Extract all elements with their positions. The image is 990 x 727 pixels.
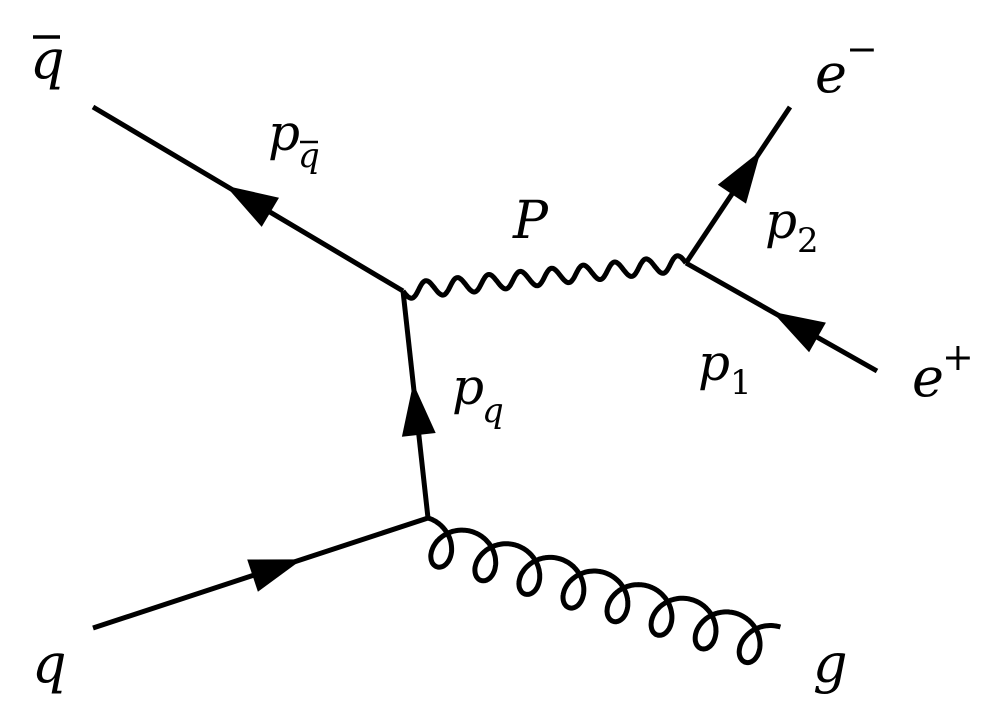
e-plus-label: e + — [912, 335, 974, 409]
svg-text:+: + — [942, 335, 974, 379]
svg-text:q: q — [482, 391, 504, 431]
svg-text:e: e — [815, 42, 847, 105]
positron-arrow — [772, 311, 826, 353]
svg-text:p: p — [698, 334, 730, 392]
e-minus-label: e − — [815, 27, 878, 105]
internal-quark-arrow — [401, 383, 436, 437]
svg-text:p: p — [268, 104, 300, 162]
g-label: g — [813, 632, 848, 695]
p1-label: p 1 — [698, 334, 752, 403]
electron-arrow — [717, 150, 761, 204]
antiquark-arrow — [225, 185, 279, 227]
q-label: q — [32, 632, 67, 695]
svg-text:−: − — [846, 27, 878, 71]
photon-propagator — [400, 253, 689, 301]
incoming-quark-arrow — [247, 559, 302, 592]
qbar-label: q — [30, 28, 65, 91]
p-qbar-label: p q — [268, 104, 320, 176]
svg-text:p: p — [452, 358, 484, 416]
photon-momentum-label: P — [512, 191, 549, 251]
svg-text:p: p — [765, 192, 797, 250]
p-q-label: p q — [452, 358, 504, 431]
p2-label: p 2 — [765, 192, 819, 261]
svg-text:2: 2 — [797, 221, 819, 261]
svg-text:e: e — [912, 346, 944, 409]
svg-text:1: 1 — [730, 363, 752, 403]
svg-text:q: q — [298, 136, 320, 176]
gluon-line — [426, 515, 782, 666]
